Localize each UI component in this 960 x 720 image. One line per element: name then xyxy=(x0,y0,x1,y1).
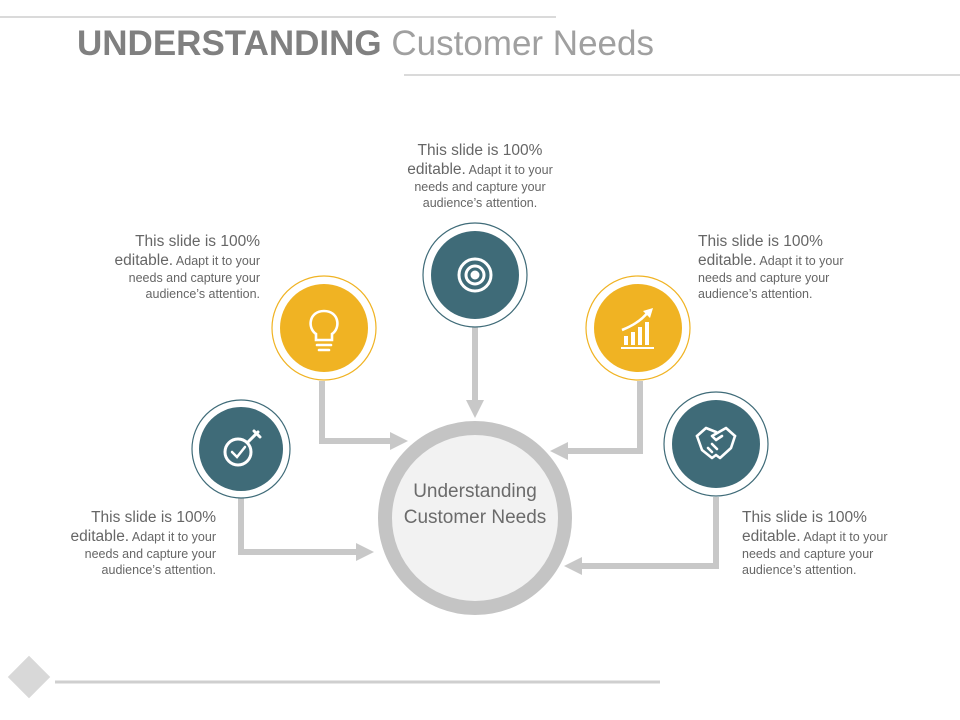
node-top xyxy=(422,222,528,328)
magnifier-check-icon xyxy=(223,429,262,467)
text-left-bottom-body: Adapt it to your needs and capture your … xyxy=(84,530,216,577)
node-right-bottom xyxy=(663,391,769,497)
node-right-top xyxy=(585,275,691,381)
connector-left-bottom xyxy=(238,497,358,555)
text-right-top-body: Adapt it to your needs and capture your … xyxy=(698,254,844,301)
diamond-ornament xyxy=(7,655,51,699)
text-right-bottom-lead: This slide is 100% editable. xyxy=(742,509,867,545)
connector-left-top xyxy=(319,381,392,444)
center-label: Understanding Customer Needs xyxy=(403,481,547,528)
arrowhead-right-top xyxy=(550,442,568,460)
title-bold: UNDERSTANDING xyxy=(77,24,382,63)
node-left-bottom xyxy=(191,399,291,499)
title-light: Customer Needs xyxy=(391,24,654,63)
text-top-lead: This slide is 100% editable. xyxy=(407,142,543,178)
arrowhead-left-top xyxy=(390,432,408,450)
text-top: This slide is 100% editable. Adapt it to… xyxy=(394,141,566,211)
arrowhead-top xyxy=(466,400,484,418)
connectors xyxy=(238,327,719,569)
lightbulb-icon xyxy=(309,309,339,352)
text-top-body: Adapt it to your needs and capture your … xyxy=(414,163,553,210)
text-right-top-lead: This slide is 100% editable. xyxy=(698,233,823,269)
text-right-bottom-body: Adapt it to your needs and capture your … xyxy=(742,530,888,577)
center-hub xyxy=(378,421,572,615)
text-right-bottom: This slide is 100% editable. Adapt it to… xyxy=(742,508,914,578)
page-title: UNDERSTANDING Customer Needs xyxy=(77,22,654,66)
connector-right-top xyxy=(566,381,643,454)
arrowhead-right-bottom xyxy=(564,557,582,575)
node-left-top xyxy=(271,275,377,381)
text-left-bottom: This slide is 100% editable. Adapt it to… xyxy=(44,508,216,578)
growth-chart-icon xyxy=(621,308,654,349)
connector-right-bottom xyxy=(580,497,719,569)
text-right-top: This slide is 100% editable. Adapt it to… xyxy=(698,232,870,302)
target-icon xyxy=(457,257,493,293)
text-left-top: This slide is 100% editable. Adapt it to… xyxy=(88,232,260,302)
text-left-top-body: Adapt it to your needs and capture your … xyxy=(128,254,260,301)
arrowheads xyxy=(356,400,582,575)
arrowhead-left-bottom xyxy=(356,543,374,561)
text-left-bottom-lead: This slide is 100% editable. xyxy=(70,509,216,545)
text-left-top-lead: This slide is 100% editable. xyxy=(114,233,260,269)
handshake-icon xyxy=(695,426,737,460)
